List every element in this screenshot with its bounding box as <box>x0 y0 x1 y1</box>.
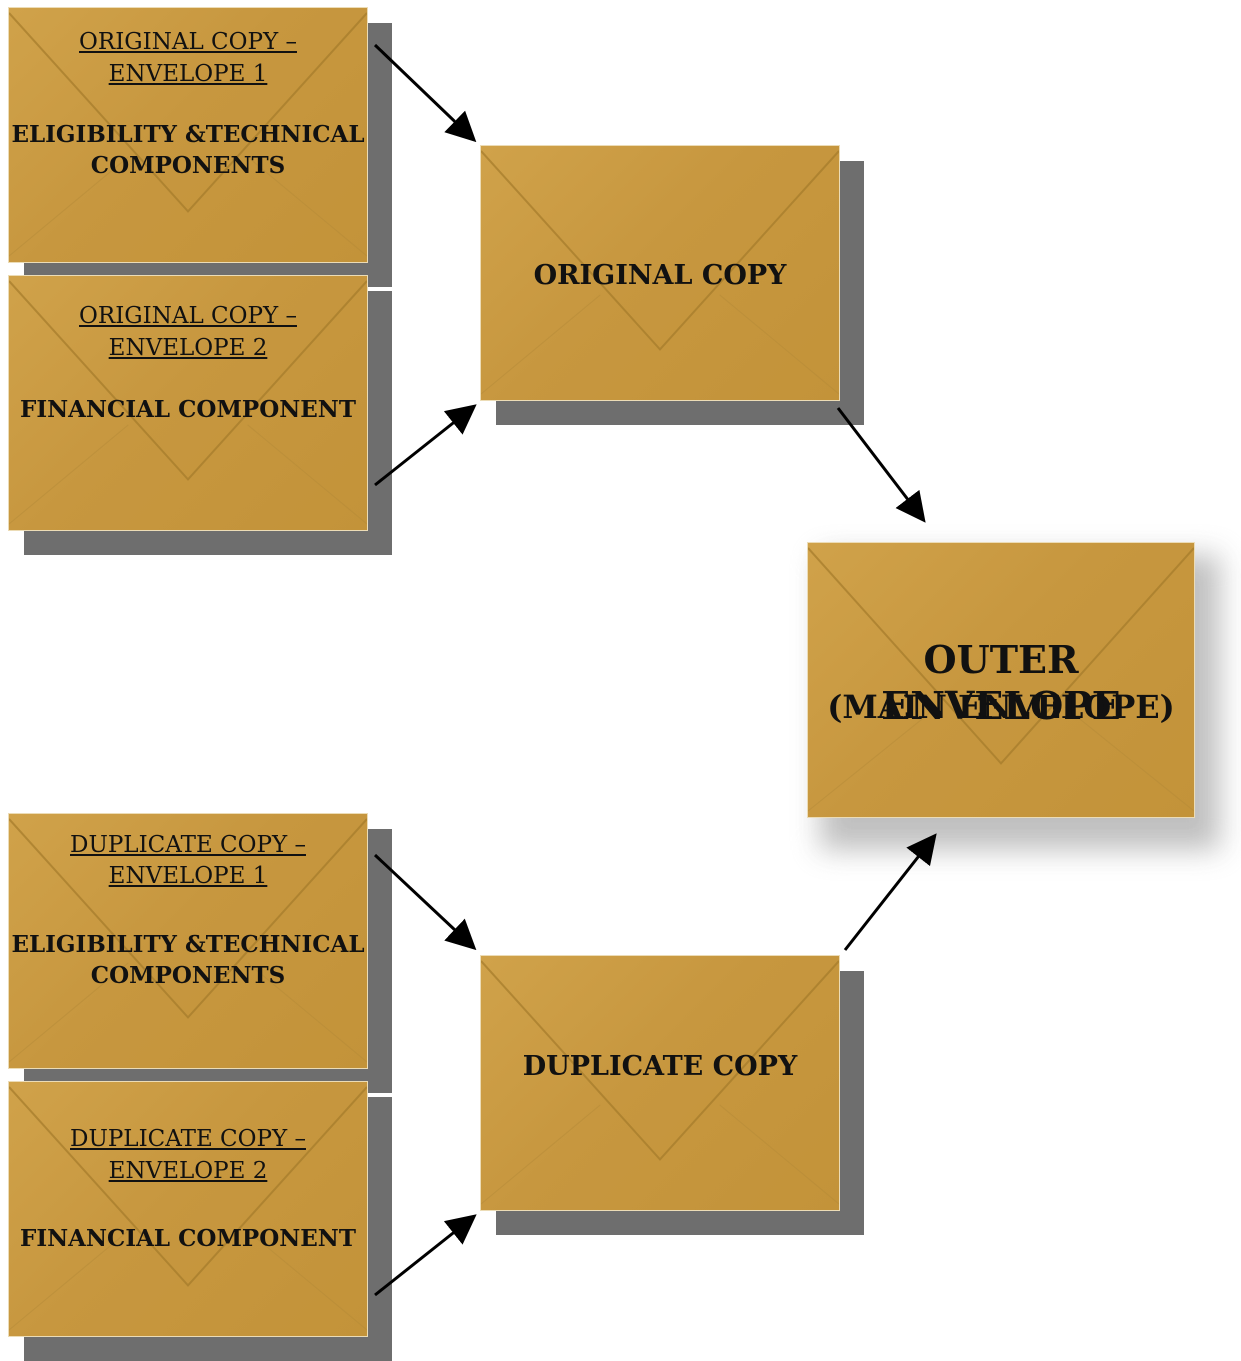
envelope-body-line1: FINANCIAL COMPONENT <box>20 396 356 423</box>
envelope-title-line1: ORIGINAL COPY – <box>79 303 297 329</box>
envelope-flap-lines <box>481 960 839 1205</box>
envelope-flap-lines <box>9 12 367 257</box>
outer-envelope-subtitle: (MAIN ENVELOPE) <box>827 688 1175 726</box>
envelope-title-line2: ENVELOPE 2 <box>108 335 268 361</box>
envelope-title-line1: DUPLICATE COPY – <box>70 832 306 858</box>
envelope-card: DUPLICATE COPY <box>480 955 840 1211</box>
envelope-duplicate-2: DUPLICATE COPY – ENVELOPE 2 FINANCIAL CO… <box>8 1081 392 1361</box>
envelope-outer: OUTER ENVELOPE (MAIN ENVELOPE) <box>807 542 1195 818</box>
envelope-original-copy: ORIGINAL COPY <box>480 145 864 425</box>
envelope-body-line2: COMPONENTS <box>90 152 286 179</box>
envelope-title-line1: ORIGINAL COPY – <box>79 29 297 55</box>
envelope-flap-lines <box>808 547 1194 812</box>
envelope-flap-lines <box>481 150 839 395</box>
envelope-title-line2: ENVELOPE 1 <box>108 61 268 87</box>
envelope-title-line2: ENVELOPE 1 <box>108 863 268 889</box>
envelope-title-line1: DUPLICATE COPY – <box>70 1126 306 1152</box>
envelope-card: DUPLICATE COPY – ENVELOPE 2 FINANCIAL CO… <box>8 1081 368 1337</box>
envelope-label: DUPLICATE COPY <box>522 1051 798 1082</box>
envelope-label: ORIGINAL COPY <box>533 260 787 291</box>
envelope-card: ORIGINAL COPY – ENVELOPE 1 ELIGIBILITY &… <box>8 7 368 263</box>
envelope-body-line1: ELIGIBILITY &TECHNICAL <box>11 121 365 148</box>
envelope-body-line1: FINANCIAL COMPONENT <box>20 1225 356 1252</box>
envelope-card: ORIGINAL COPY <box>480 145 840 401</box>
arrow-duplicate-to-outer <box>843 833 937 951</box>
envelope-card: OUTER ENVELOPE (MAIN ENVELOPE) <box>807 542 1195 818</box>
envelope-title-line2: ENVELOPE 2 <box>108 1158 268 1184</box>
outer-envelope-title: OUTER ENVELOPE <box>881 637 1121 728</box>
envelope-body-line2: COMPONENTS <box>90 962 286 989</box>
envelope-original-2: ORIGINAL COPY – ENVELOPE 2 FINANCIAL COM… <box>8 275 392 555</box>
envelope-duplicate-copy: DUPLICATE COPY <box>480 955 864 1235</box>
envelope-flap-lines <box>9 818 367 1063</box>
envelope-duplicate-1: DUPLICATE COPY – ENVELOPE 1 ELIGIBILITY … <box>8 813 392 1093</box>
envelope-card: DUPLICATE COPY – ENVELOPE 1 ELIGIBILITY … <box>8 813 368 1069</box>
envelope-flap-lines <box>9 1086 367 1331</box>
envelope-flap-lines <box>9 280 367 525</box>
envelope-card: ORIGINAL COPY – ENVELOPE 2 FINANCIAL COM… <box>8 275 368 531</box>
envelope-body-line1: ELIGIBILITY &TECHNICAL <box>11 931 365 958</box>
envelope-original-1: ORIGINAL COPY – ENVELOPE 1 ELIGIBILITY &… <box>8 7 392 287</box>
